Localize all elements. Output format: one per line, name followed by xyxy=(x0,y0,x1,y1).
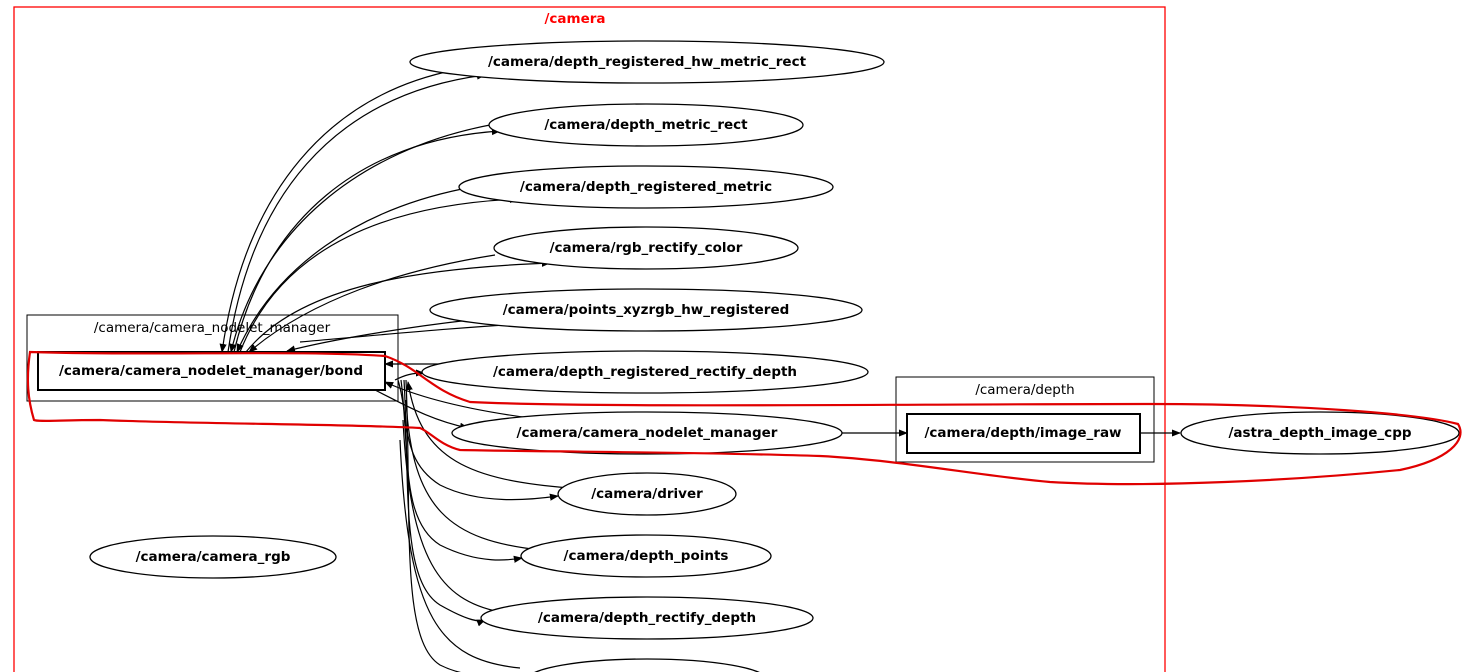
node-depth-metric-rect-label: /camera/depth_metric_rect xyxy=(544,117,748,133)
node-depth-registered-metric[interactable]: /camera/depth_registered_metric xyxy=(458,165,834,209)
cluster-camera-depth: /camera/depth xyxy=(895,376,1155,463)
edge-depth-registered-metric-to-bond xyxy=(236,188,463,353)
edge-points-xyzrgb-to-bond xyxy=(286,319,471,353)
node-camera-nodelet-manager-label: /camera/camera_nodelet_manager xyxy=(517,425,778,441)
node-rgb-rectify-color-label: /camera/rgb_rectify_color xyxy=(550,240,743,256)
edge-bond-to-driver xyxy=(397,379,559,501)
edge-depth-metric-rect-to-bond xyxy=(229,124,491,353)
cluster-camera-nodelet-manager: /camera/camera_nodelet_manager xyxy=(26,314,399,402)
node-bond-label: /camera/camera_nodelet_manager/bond xyxy=(59,363,363,379)
node-camera-rgb[interactable]: /camera/camera_rgb xyxy=(89,535,337,579)
edge-bond-to-depth-registered-rectify-depth xyxy=(394,369,425,381)
cluster-camera: /camera xyxy=(13,6,1166,672)
node-depth-image-raw[interactable]: /camera/depth/image_raw xyxy=(906,413,1141,454)
edge-driver-to-bond xyxy=(405,381,571,489)
edge-offscreen-to-bond xyxy=(399,439,521,669)
node-camera-nodelet-manager[interactable]: /camera/camera_nodelet_manager xyxy=(451,411,843,455)
node-depth-registered-metric-label: /camera/depth_registered_metric xyxy=(520,179,772,195)
edge-bond-to-depth-rectify-depth xyxy=(403,379,486,627)
edge-rgb-rectify-color-to-bond xyxy=(248,254,496,353)
node-depth-metric-rect[interactable]: /camera/depth_metric_rect xyxy=(488,103,804,147)
node-points-xyzrgb-hw-registered-label: /camera/points_xyzrgb_hw_registered xyxy=(503,302,790,318)
edge-bond-to-depth-points xyxy=(400,379,523,563)
edge-bond-to-camera-nodelet-manager xyxy=(374,389,469,430)
edge-depth-registered-hw-metric-rect-to-bond xyxy=(219,69,456,353)
node-driver[interactable]: /camera/driver xyxy=(557,472,737,516)
node-depth-registered-rectify-depth[interactable]: /camera/depth_registered_rectify_depth xyxy=(421,350,869,394)
node-depth-registered-rectify-depth-label: /camera/depth_registered_rectify_depth xyxy=(493,364,797,380)
cluster-camera-nodelet-manager-label: /camera/camera_nodelet_manager xyxy=(94,320,331,336)
cluster-camera-depth-label: /camera/depth xyxy=(975,382,1074,398)
node-offscreen-partial xyxy=(534,658,760,672)
node-depth-image-raw-label: /camera/depth/image_raw xyxy=(924,425,1121,441)
node-astra-depth-image-cpp-label: /astra_depth_image_cpp xyxy=(1228,425,1411,441)
node-depth-rectify-depth[interactable]: /camera/depth_rectify_depth xyxy=(480,596,814,640)
edge-bond-to-rgb-rectify-color xyxy=(245,259,551,353)
node-astra-depth-image-cpp[interactable]: /astra_depth_image_cpp xyxy=(1180,411,1460,455)
node-rgb-rectify-color[interactable]: /camera/rgb_rectify_color xyxy=(493,226,799,270)
node-depth-registered-hw-metric-rect-label: /camera/depth_registered_hw_metric_rect xyxy=(488,54,807,70)
edge-bond-to-depth-registered-hw-metric-rect xyxy=(227,72,486,353)
edge-depth-rectify-depth-to-bond xyxy=(402,419,501,613)
node-depth-points-label: /camera/depth_points xyxy=(564,548,729,564)
edges xyxy=(219,69,1181,672)
annotation-highlight-loop xyxy=(26,350,1462,486)
edge-depth-points-to-bond xyxy=(405,399,541,551)
node-bond[interactable]: /camera/camera_nodelet_manager/bond xyxy=(37,351,386,391)
node-depth-points[interactable]: /camera/depth_points xyxy=(520,534,772,578)
node-depth-rectify-depth-label: /camera/depth_rectify_depth xyxy=(538,610,756,626)
node-driver-label: /camera/driver xyxy=(591,486,703,502)
node-depth-registered-hw-metric-rect[interactable]: /camera/depth_registered_hw_metric_rect xyxy=(409,40,885,84)
node-camera-rgb-label: /camera/camera_rgb xyxy=(136,549,291,565)
node-points-xyzrgb-hw-registered[interactable]: /camera/points_xyzrgb_hw_registered xyxy=(429,288,863,332)
edge-bond-to-depth-metric-rect xyxy=(233,127,501,353)
cluster-camera-label: /camera xyxy=(544,11,605,27)
